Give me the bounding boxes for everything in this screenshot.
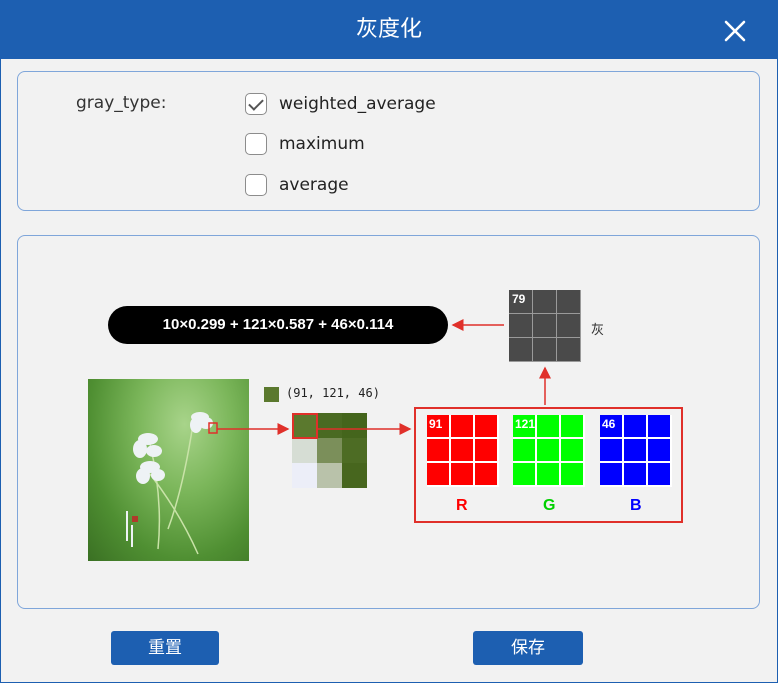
option-maximum[interactable]: maximum bbox=[245, 131, 365, 157]
pixel-cell bbox=[342, 413, 367, 438]
pixel-cell bbox=[317, 463, 342, 488]
title-bar bbox=[1, 1, 777, 59]
option-weighted-average[interactable]: weighted_average bbox=[245, 91, 436, 117]
green-channel-grid: 121 bbox=[513, 415, 585, 487]
pixel-swatch bbox=[264, 387, 279, 402]
green-value: 121 bbox=[515, 417, 536, 431]
formula-pill: 10×0.299 + 121×0.587 + 46×0.114 bbox=[108, 306, 448, 344]
option-label-weighted-average: weighted_average bbox=[279, 94, 436, 114]
close-icon[interactable] bbox=[719, 15, 751, 47]
save-button[interactable]: 保存 bbox=[473, 631, 583, 665]
red-channel-grid: 91 bbox=[427, 415, 499, 487]
option-label-average: average bbox=[279, 175, 349, 195]
pixel-cell bbox=[317, 413, 342, 438]
reset-button[interactable]: 重置 bbox=[111, 631, 219, 665]
pixel-grid bbox=[292, 413, 367, 488]
gray-label: 灰 bbox=[591, 323, 605, 338]
pixel-rgb-value: (91, 121, 46) bbox=[286, 386, 380, 400]
checkbox-average[interactable] bbox=[245, 174, 267, 196]
blue-channel-label: B bbox=[630, 497, 642, 514]
option-label-maximum: maximum bbox=[279, 134, 365, 154]
pixel-cell bbox=[342, 438, 367, 463]
dialog-title: 灰度化 bbox=[355, 17, 422, 42]
blue-channel-grid: 46 bbox=[600, 415, 672, 487]
flower-photo bbox=[88, 379, 249, 561]
gray-grid: 79 bbox=[509, 290, 581, 362]
option-average[interactable]: average bbox=[245, 172, 349, 198]
pixel-cell bbox=[292, 438, 317, 463]
red-channel-label: R bbox=[456, 497, 468, 514]
checkbox-weighted-average[interactable] bbox=[245, 93, 267, 115]
blue-value: 46 bbox=[602, 417, 616, 431]
checkbox-maximum[interactable] bbox=[245, 133, 267, 155]
gray-type-label: gray_type: bbox=[76, 93, 167, 113]
pixel-cell bbox=[317, 438, 342, 463]
flower-illustration bbox=[126, 412, 218, 555]
gray-value: 79 bbox=[512, 292, 526, 306]
pixel-cell bbox=[342, 463, 367, 488]
green-channel-label: G bbox=[543, 497, 556, 514]
pixel-cell bbox=[292, 463, 317, 488]
red-value: 91 bbox=[429, 417, 443, 431]
options-panel bbox=[17, 71, 760, 211]
pixel-cell bbox=[292, 413, 317, 438]
